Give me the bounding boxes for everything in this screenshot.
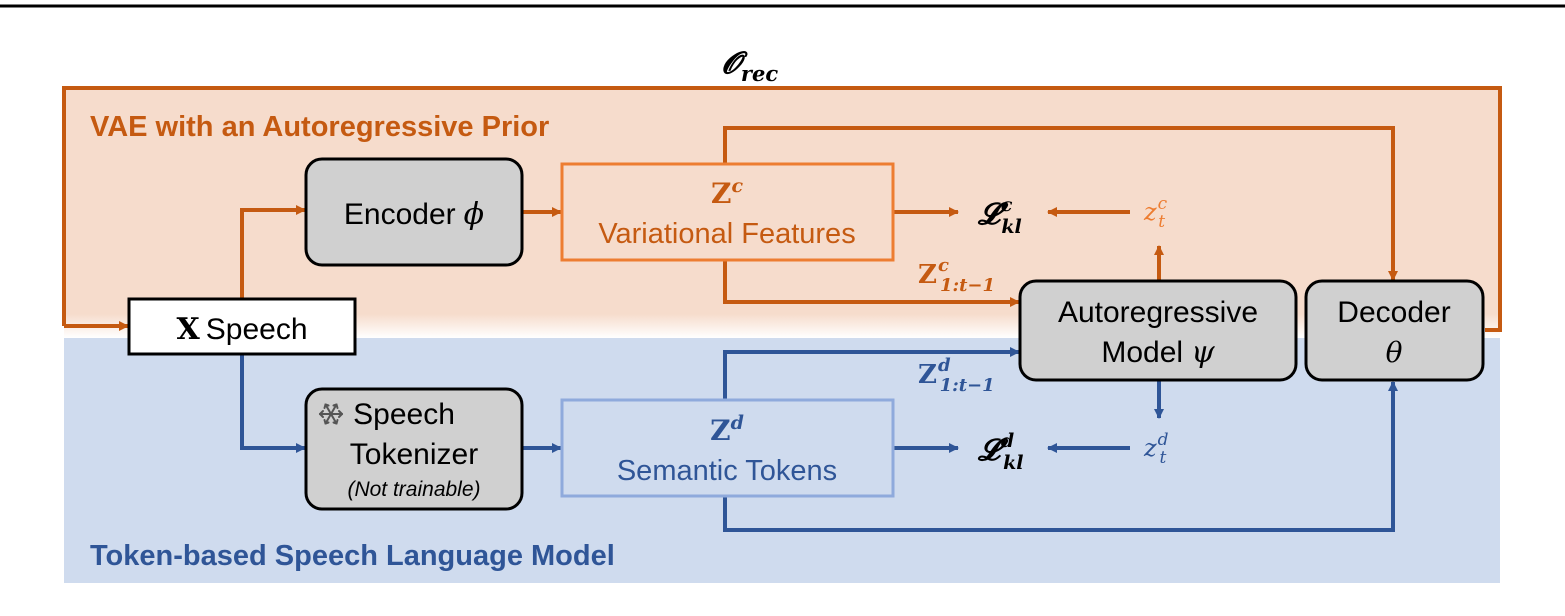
zd-prev-to-ar-arrow — [723, 347, 1020, 399]
speech-to-tokenizer-arrow — [240, 354, 306, 453]
tokenizer-line2: Tokenizer — [350, 438, 478, 471]
tokenizer-line1: Speech — [353, 398, 455, 431]
semantic-symbol: Zd — [710, 412, 744, 447]
variational-to-decoder-arrow — [723, 126, 1398, 281]
decoder-box: Decoder θ — [1304, 279, 1485, 382]
tokenizer-box: Speech Tokenizer (Not trainable) — [304, 387, 524, 511]
semantic-tokens-box: Zd Semantic Tokens — [560, 398, 895, 498]
zc-prev-to-ar-arrow — [723, 260, 1020, 307]
snowflake-icon — [319, 403, 343, 425]
semantic-to-decoder-arrow — [723, 381, 1398, 532]
variational-features-box: Zc Variational Features — [560, 162, 895, 262]
variational-symbol: Zc — [711, 175, 743, 210]
objective-label: 𝓞rec — [722, 46, 778, 86]
tokenizer-note: (Not trainable) — [347, 478, 480, 501]
vae-region-border — [62, 86, 1502, 332]
vae-region-title: VAE with an Autoregressive Prior — [90, 111, 549, 143]
decoder-symbol: θ — [1386, 336, 1403, 369]
speech-to-encoder-arrow — [240, 205, 306, 298]
decoder-line1: Decoder — [1337, 296, 1450, 329]
ar-line1: Autoregressive — [1058, 296, 1258, 329]
variational-label: Variational Features — [598, 218, 855, 250]
lm-region-title: Token-based Speech Language Model — [90, 540, 615, 572]
semantic-label: Semantic Tokens — [617, 455, 837, 487]
